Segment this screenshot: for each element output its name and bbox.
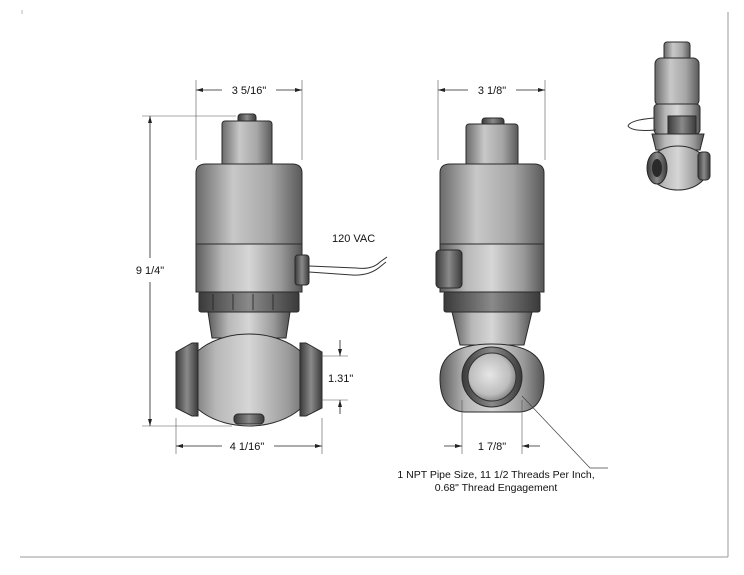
voltage-label: 120 VAC [332,233,375,245]
port-offset-label: 1.31" [328,373,353,385]
height-label: 9 1/4" [136,265,164,277]
body-length-dimension [175,418,323,454]
thread-note-leader [521,395,608,469]
body-length-label: 4 1/16" [230,441,265,453]
height-dimension [142,115,236,427]
power-leads [308,256,388,276]
thread-note-line1: 1 NPT Pipe Size, 11 1/2 Threads Per Inch… [397,469,594,481]
side-width-dimension [437,80,546,160]
thread-note-line2: 0.68" Thread Engagement [435,482,558,494]
front-width-label: 3 5/16" [232,85,267,97]
side-width-label: 3 1/8" [478,85,506,97]
front-width-dimension [195,80,303,160]
port-width-dimension [444,400,540,454]
valve-front-view [175,113,323,427]
port-offset-dimension [318,340,348,414]
sheet-border [20,10,729,558]
port-width-label: 1 7/8" [478,441,506,453]
valve-isometric-view [627,41,711,191]
valve-side-view [435,117,545,413]
